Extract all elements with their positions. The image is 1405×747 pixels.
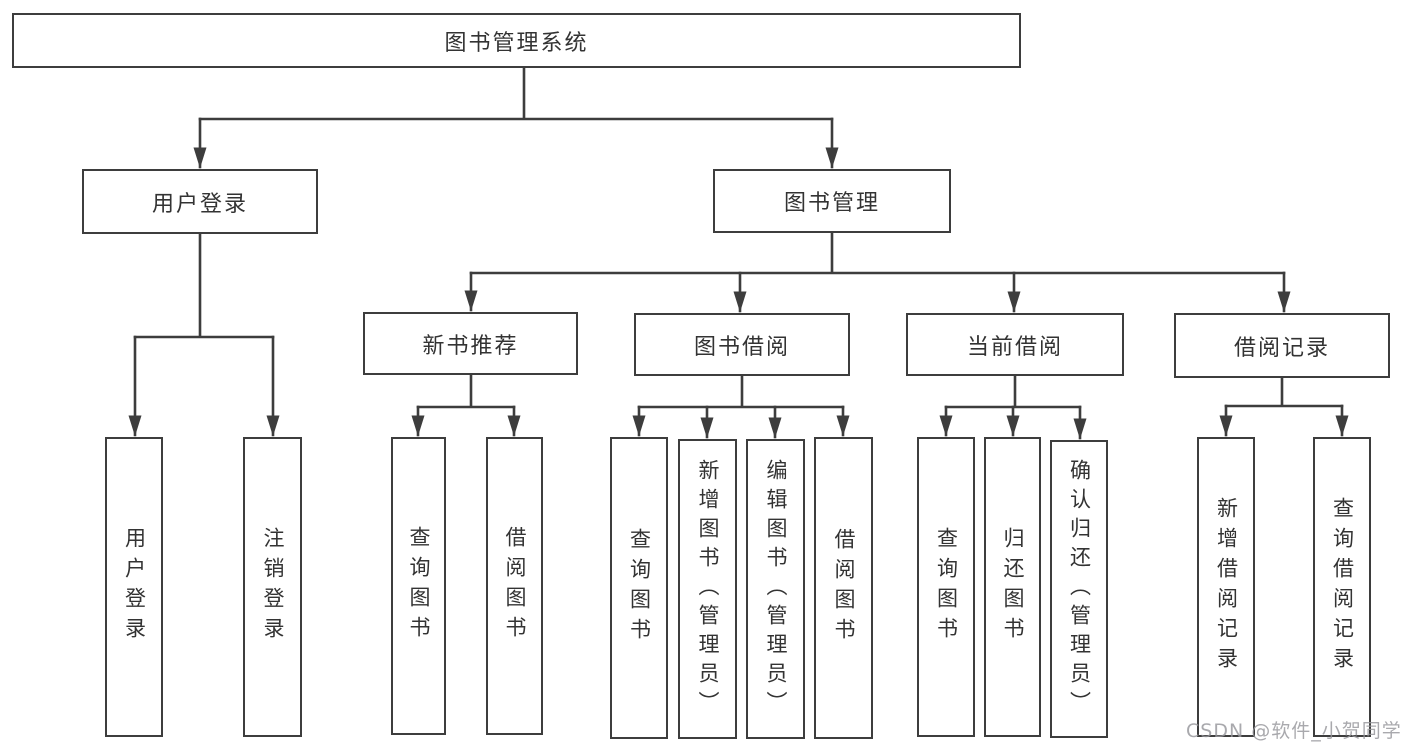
connector-root-to-level2 [193, 66, 839, 169]
leaf-br-add-record: 新增借阅记录 [1197, 437, 1255, 737]
node-current-borrow: 当前借阅 [906, 313, 1124, 376]
node-user-login-branch: 用户登录 [82, 169, 318, 234]
leaf-cb-confirm-return-admin: 确认归还（管理员） [1050, 440, 1108, 738]
leaf-br-query-record: 查询借阅记录 [1313, 437, 1371, 737]
node-book-management-branch: 图书管理 [713, 169, 951, 233]
leaf-logout: 注销登录 [243, 437, 302, 737]
leaf-bb-add-books-admin: 新增图书（管理员） [678, 439, 737, 739]
leaf-cb-query-books: 查询图书 [917, 437, 975, 737]
connector-user-login-children [128, 232, 280, 437]
leaf-bb-edit-books-admin: 编辑图书（管理员） [746, 439, 805, 739]
connector-current-borrow-children [939, 374, 1087, 440]
connector-book-borrow-children [632, 374, 850, 439]
leaf-nbr-borrow-books: 借阅图书 [486, 437, 543, 735]
node-borrow-records: 借阅记录 [1174, 313, 1390, 378]
leaf-cb-return-books: 归还图书 [984, 437, 1041, 737]
leaf-nbr-query-books: 查询图书 [391, 437, 446, 735]
leaf-bb-borrow-books: 借阅图书 [814, 437, 873, 739]
connector-book-management-children [464, 231, 1291, 313]
node-book-borrow: 图书借阅 [634, 313, 850, 376]
connector-new-book-recommend-children [411, 373, 521, 437]
node-new-book-recommend: 新书推荐 [363, 312, 578, 375]
leaf-bb-query-books: 查询图书 [610, 437, 668, 739]
connector-borrow-records-children [1219, 376, 1349, 437]
node-root-book-management-system: 图书管理系统 [12, 13, 1021, 68]
csdn-watermark: CSDN @软件_小贺同学 [1186, 720, 1402, 742]
leaf-user-login: 用户登录 [105, 437, 163, 737]
